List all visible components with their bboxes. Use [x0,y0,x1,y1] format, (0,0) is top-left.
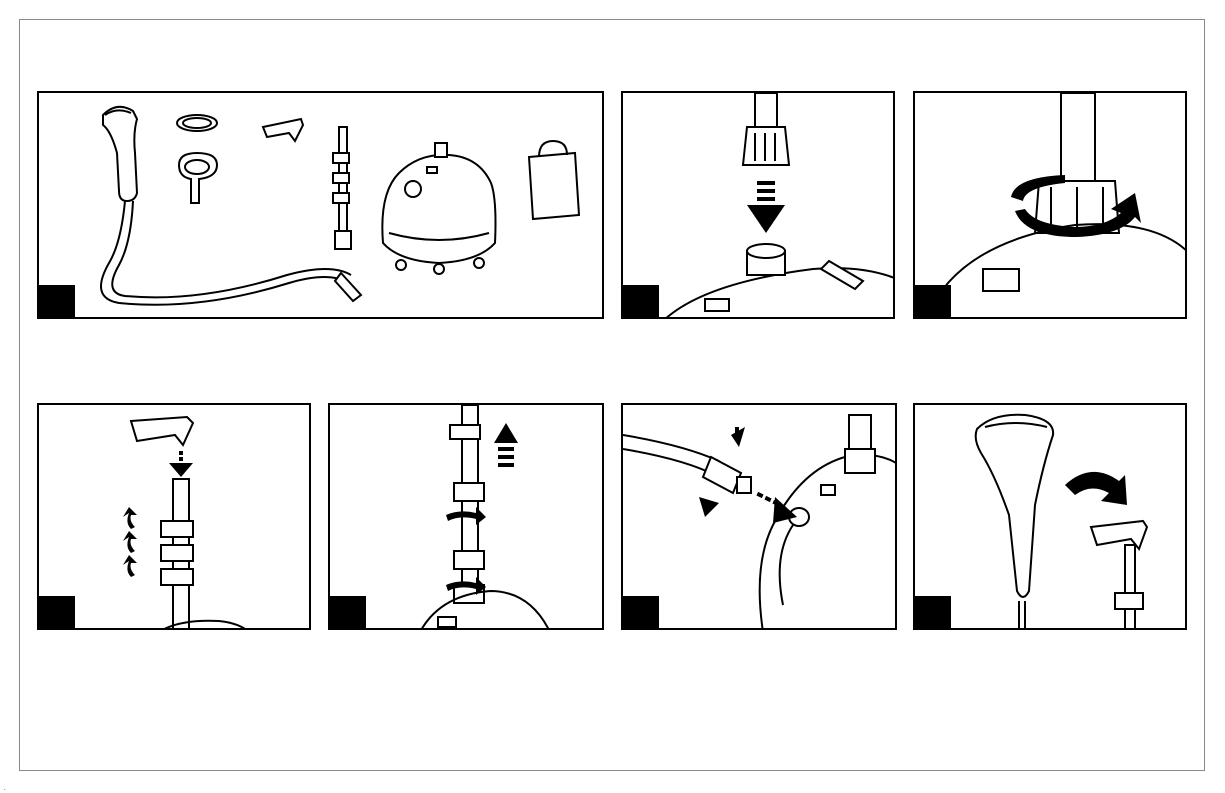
illustration-place-handle [915,405,1187,630]
illustration-mount-hanger [39,405,311,630]
step-badge [330,596,366,628]
panel-connect-hose [621,403,897,630]
panel-mount-hanger [37,403,311,630]
corner-mark: . [4,786,6,792]
step-badge [39,285,75,317]
panel-screw-pole [913,91,1187,319]
panel-place-handle [913,403,1187,630]
step-badge [623,596,659,628]
step-badge [623,285,659,317]
illustration-extend-pole [330,405,604,630]
illustration-attach-pole [623,93,895,319]
illustration-connect-hose [623,405,897,630]
step-badge [915,596,951,628]
panel-parts-overview [37,91,604,319]
illustration-parts-overview [39,93,604,319]
panel-attach-pole [621,91,895,319]
illustration-screw-pole [915,93,1187,319]
step-badge [39,596,75,628]
panel-extend-pole [328,403,604,630]
step-badge [915,285,951,317]
